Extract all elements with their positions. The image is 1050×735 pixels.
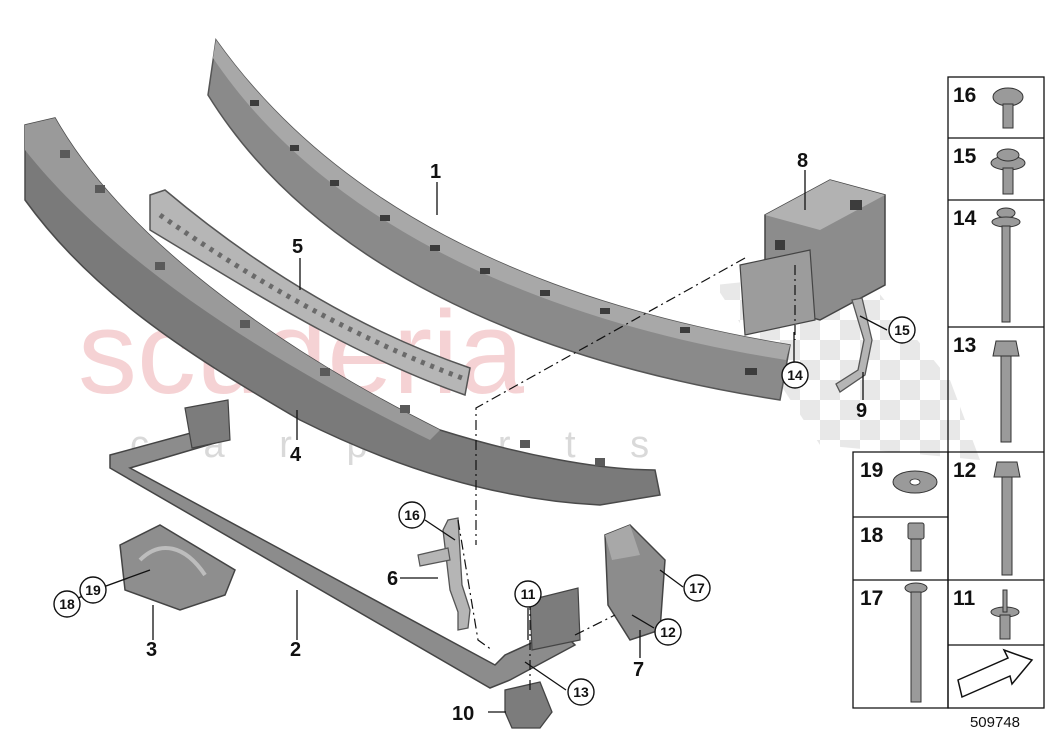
callout-2: 2	[290, 639, 301, 661]
table-label-18: 18	[860, 524, 884, 547]
callout-6: 6	[387, 568, 398, 590]
part-6-bracket	[417, 517, 471, 631]
callout-4: 4	[290, 444, 302, 466]
part-4-absorber	[24, 117, 661, 506]
table-label-19: 19	[860, 459, 883, 482]
part-9-bracket	[835, 297, 873, 393]
screw-18-icon	[907, 522, 925, 572]
svg-text:19: 19	[85, 582, 101, 598]
assembly-lines	[457, 257, 796, 690]
table-label-14: 14	[953, 207, 977, 230]
callout-1: 1	[430, 161, 441, 183]
callout-3: 3	[146, 639, 157, 661]
svg-text:15: 15	[894, 322, 910, 338]
callout-15-circle: 15	[888, 316, 916, 344]
svg-text:11: 11	[521, 586, 536, 602]
table-label-11: 11	[953, 587, 976, 610]
part-10-clip	[504, 681, 553, 729]
svg-text:18: 18	[59, 596, 75, 612]
bolt-17-icon	[904, 582, 928, 703]
fastener-table: 16 15 14 13 19 12 18 17 11	[852, 76, 1045, 709]
callout-17-circle: 17	[683, 574, 711, 602]
screw-15-icon	[990, 148, 1026, 195]
table-label-13: 13	[953, 334, 976, 357]
callout-13-circle: 13	[567, 678, 595, 706]
callout-7: 7	[633, 659, 644, 681]
part-1-bumper-beam	[207, 38, 791, 401]
part-7-plate	[604, 524, 666, 641]
callout-10: 10	[452, 703, 474, 725]
callout-12-circle: 12	[654, 618, 682, 646]
callout-11-circle: 11	[514, 580, 542, 608]
table-label-12: 12	[953, 459, 976, 482]
callout-9: 9	[856, 400, 867, 422]
svg-text:13: 13	[573, 684, 589, 700]
callout-8: 8	[797, 150, 808, 172]
callouts: 1 2 3 4 5 6 7 8 9 10	[146, 150, 867, 725]
table-label-15: 15	[953, 145, 977, 168]
screw-16-icon	[992, 87, 1024, 129]
svg-text:16: 16	[404, 507, 420, 523]
circled-callouts: 11 12 13 14 15 16 17 18	[53, 316, 916, 706]
diagram-code: 509748	[970, 714, 1020, 731]
washer-19-icon	[892, 470, 938, 494]
part-3-bracket	[119, 524, 236, 611]
part-5-carrier	[149, 189, 471, 396]
callout-14-circle: 14	[781, 361, 809, 389]
svg-text:17: 17	[689, 580, 705, 596]
table-label-16: 16	[953, 84, 976, 107]
callout-18-circle: 18	[53, 590, 81, 618]
svg-text:14: 14	[787, 367, 803, 383]
bolt-13-icon	[992, 340, 1020, 443]
bolt-14-icon	[991, 207, 1021, 323]
part-2-lower-frame	[109, 399, 581, 689]
table-label-17: 17	[860, 587, 883, 610]
front-direction-arrow-icon	[957, 648, 1034, 699]
bolt-12-icon	[993, 461, 1021, 576]
callout-5: 5	[292, 236, 303, 258]
rivet-nut-11-icon	[990, 589, 1020, 640]
callout-19-circle: 19	[79, 576, 107, 604]
callout-16-circle: 16	[398, 501, 426, 529]
svg-text:12: 12	[660, 624, 676, 640]
